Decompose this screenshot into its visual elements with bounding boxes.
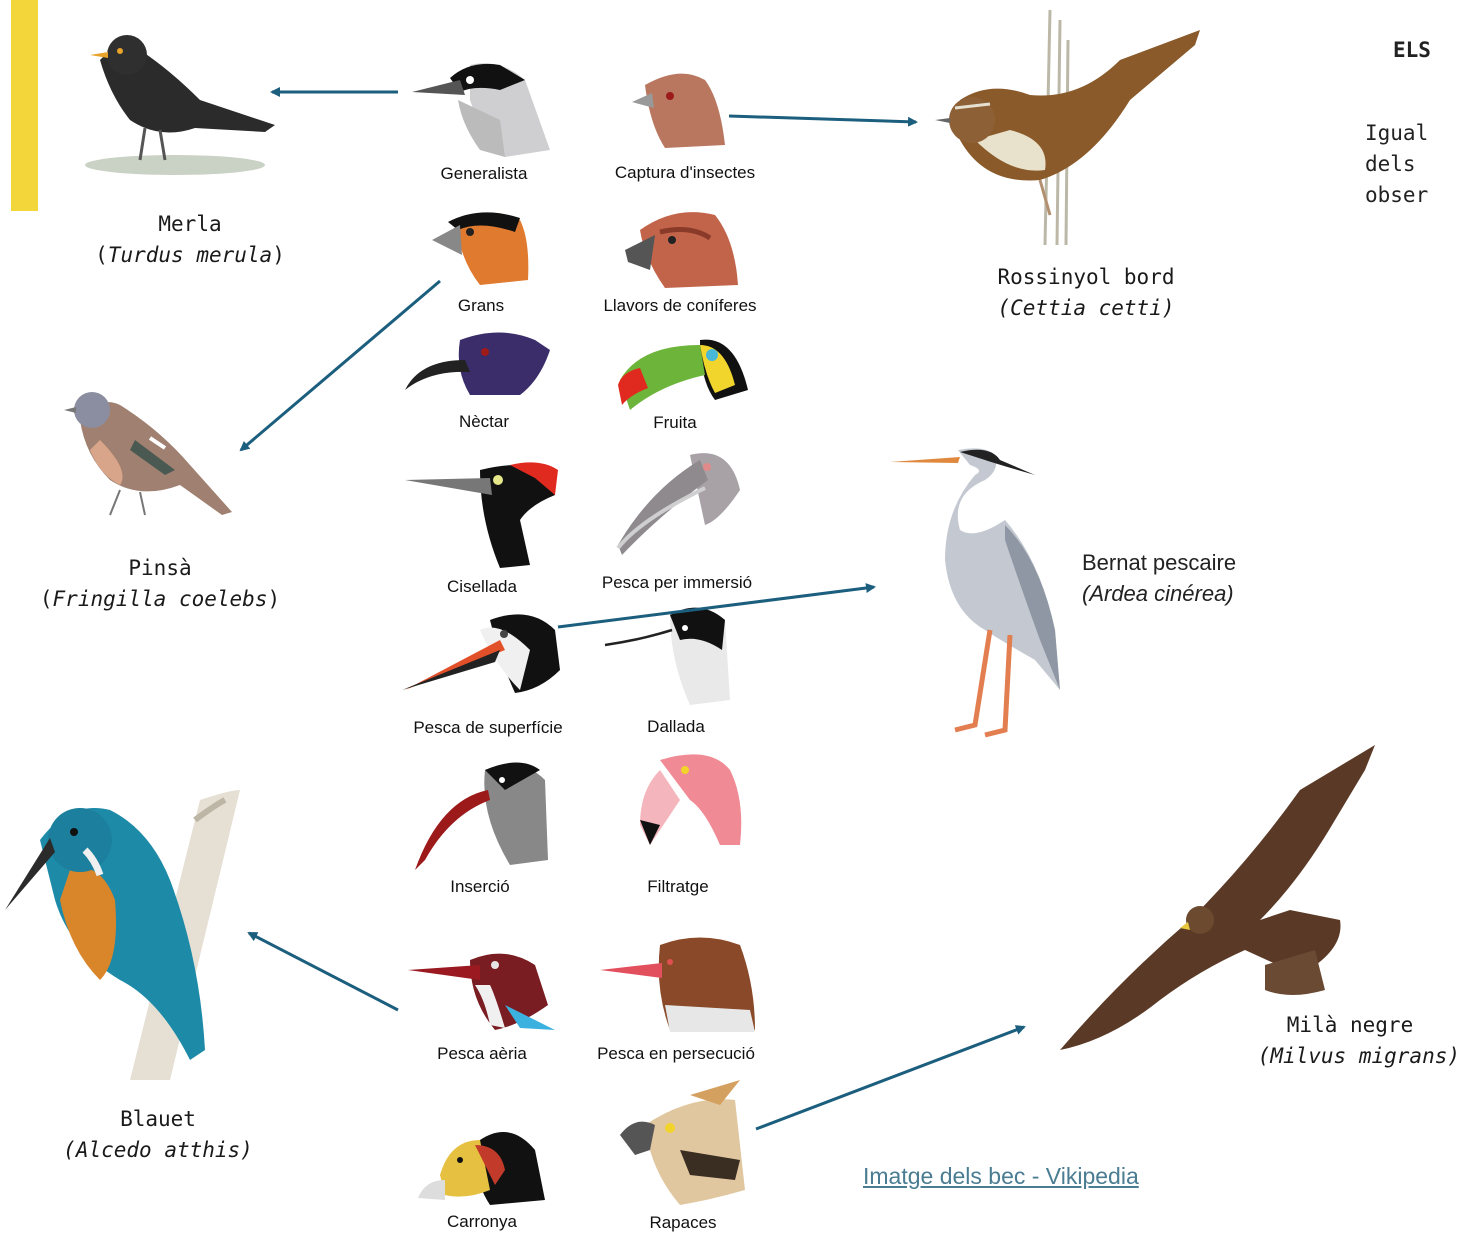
beak-label-filtratge: Filtratge	[578, 877, 778, 897]
beak-label-insercio: Inserció	[380, 877, 580, 897]
woodpecker-beak-icon	[405, 462, 558, 568]
nectar-beak-icon	[405, 333, 550, 396]
beak-label-pesca-persecucio: Pesca en persecució	[576, 1044, 776, 1064]
caption-merla: Merla (Turdus merula)	[40, 209, 340, 271]
beak-label-pesca-aeria: Pesca aèria	[382, 1044, 582, 1064]
beak-label-dallada: Dallada	[576, 717, 776, 737]
kingfisher-beak-icon	[408, 954, 555, 1030]
beak-label-grans: Grans	[381, 296, 581, 316]
cettis-warbler-illustration	[935, 10, 1200, 245]
caption-rossinyol: Rossinyol bord (Cettia cetti)	[936, 262, 1236, 324]
toucan-beak-icon	[618, 340, 748, 410]
intro-line-1: Igual	[1365, 118, 1428, 149]
beak-label-pesca-immersio: Pesca per immersió	[577, 573, 777, 593]
raptor-beak-icon	[620, 1080, 745, 1205]
beak-label-captura-insectes: Captura d'insectes	[585, 163, 785, 183]
source-link[interactable]: Imatge dels bec - Vikipedia	[863, 1163, 1139, 1190]
beak-label-nectar: Nèctar	[384, 412, 584, 432]
chaffinch-illustration	[64, 392, 232, 515]
intro-line-2: dels	[1365, 149, 1428, 180]
caption-mila: Milà negre (Milvus migrans)	[1200, 1010, 1460, 1072]
beak-label-generalista: Generalista	[384, 164, 584, 184]
black-kite-illustration	[1060, 745, 1375, 1050]
skimmer-beak-icon	[402, 614, 560, 693]
section-heading: ELS	[1393, 38, 1431, 62]
caption-blauet: Blauet (Alcedo atthis)	[8, 1104, 308, 1166]
beak-label-rapaces: Rapaces	[583, 1213, 783, 1233]
beak-label-fruita: Fruita	[575, 413, 775, 433]
beak-label-pesca-superficie: Pesca de superfície	[388, 718, 588, 738]
pelican-beak-icon	[618, 453, 740, 555]
rossinyol-latin: (Cettia cetti)	[936, 293, 1236, 324]
blackbird-illustration	[85, 35, 275, 175]
mila-name: Milà negre	[1200, 1010, 1460, 1041]
grey-heron-illustration	[890, 448, 1060, 735]
merganser-beak-icon	[600, 938, 755, 1033]
bernat-latin: (Ardea cinérea)	[1082, 578, 1236, 609]
caption-pinsa: Pinsà (Fringilla coelebs)	[10, 553, 310, 615]
merla-latin: (Turdus merula)	[40, 240, 340, 271]
rossinyol-name: Rossinyol bord	[936, 262, 1236, 293]
crossbill-beak-icon	[625, 212, 738, 288]
generalist-beak-icon	[412, 63, 550, 157]
beak-label-carronya: Carronya	[382, 1212, 582, 1232]
mila-latin: (Milvus migrans)	[1200, 1041, 1460, 1072]
blauet-name: Blauet	[8, 1104, 308, 1135]
pinsa-latin: (Fringilla coelebs)	[10, 584, 310, 615]
vulture-beak-icon	[418, 1132, 545, 1205]
avocet-beak-icon	[605, 608, 730, 705]
merla-name: Merla	[40, 209, 340, 240]
blauet-latin: (Alcedo atthis)	[8, 1135, 308, 1166]
kingfisher-illustration	[5, 790, 240, 1080]
caption-bernat: Bernat pescaire (Ardea cinérea)	[1082, 547, 1236, 609]
arrow-rapaces-to-mila	[756, 1027, 1024, 1129]
pinsa-name: Pinsà	[10, 553, 310, 584]
beak-label-llavors-coniferes: Llavors de coníferes	[580, 296, 780, 316]
arrow-aeria-to-blauet	[249, 933, 398, 1010]
beak-label-cisellada: Cisellada	[382, 577, 582, 597]
arrow-insects-to-rossinyol	[729, 116, 916, 122]
flamingo-beak-icon	[640, 754, 741, 845]
intro-line-3: obser	[1365, 180, 1428, 211]
bernat-name: Bernat pescaire	[1082, 547, 1236, 578]
insect-beak-icon	[632, 74, 725, 148]
seed-beak-icon	[432, 212, 528, 285]
ibis-beak-icon	[415, 763, 548, 871]
